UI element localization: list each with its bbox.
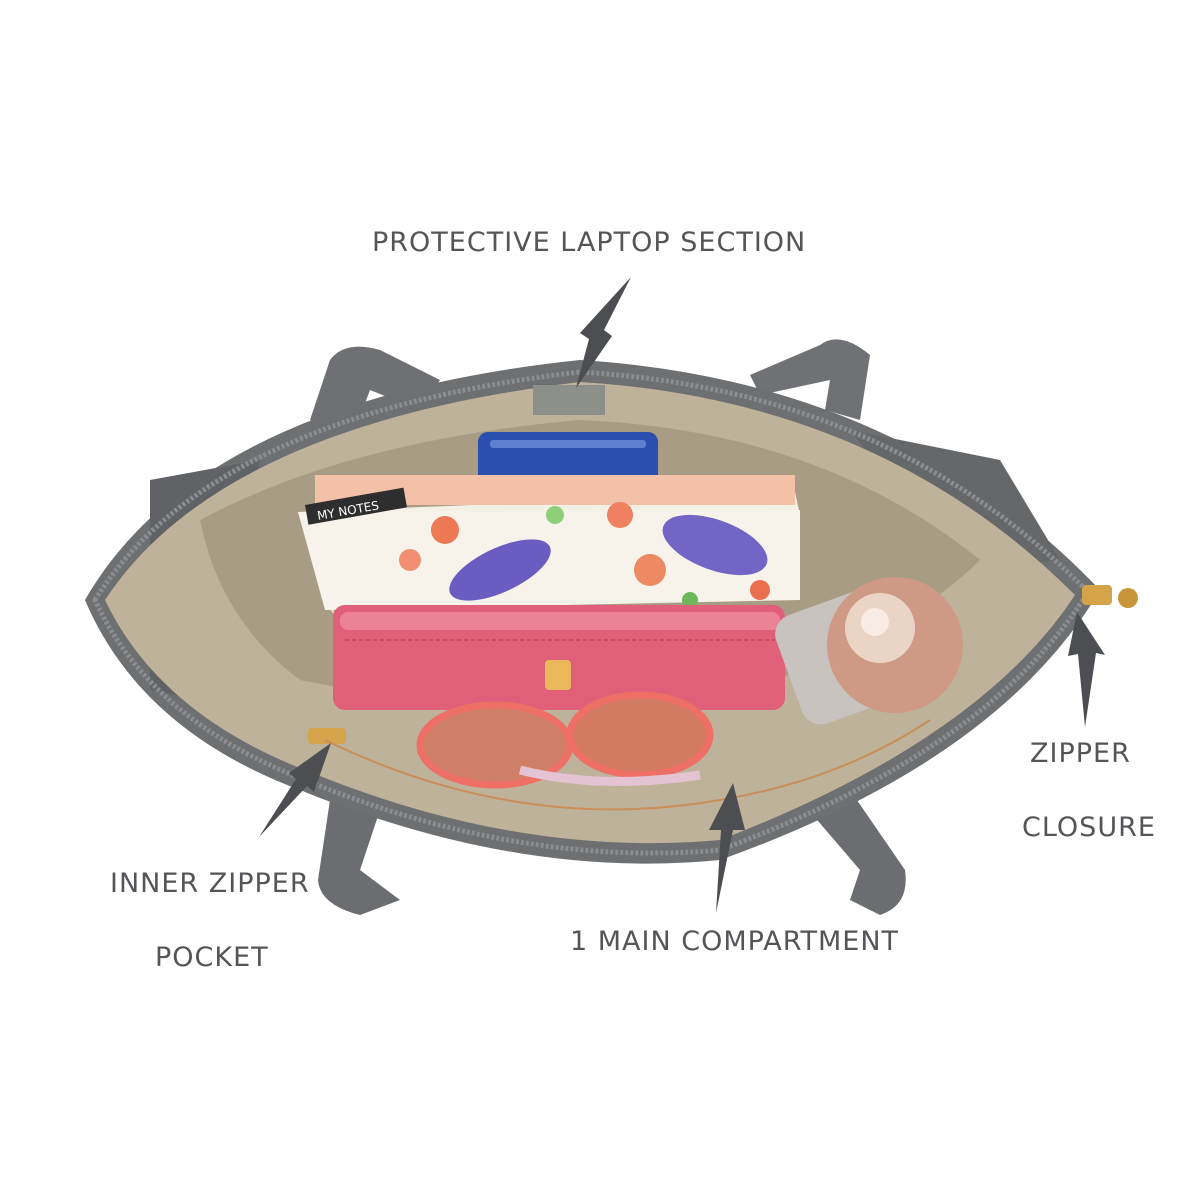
zipper-track [92,369,1092,856]
notebook-label-bg [305,487,407,525]
arrow-laptop-section [576,277,631,388]
sunglasses [416,691,714,789]
zipper-pull-closure [1082,585,1138,608]
arrow-zipper-closure [1068,612,1105,727]
callout-inner-pocket-line2: POCKET [155,942,269,973]
back-right-handle [750,339,870,420]
front-right-handle [800,790,906,915]
front-left-handle [318,800,400,915]
callout-inner-pocket-line1: INNER ZIPPER [110,868,310,899]
arrow-inner-pocket [259,743,331,837]
callout-main-compartment: 1 MAIN COMPARTMENT [570,926,900,957]
callout-laptop-section: PROTECTIVE LAPTOP SECTION [372,227,807,258]
zipper-pull-inner [308,728,346,744]
pink-wallet [333,605,785,710]
inner-pocket-zip-line [324,719,931,811]
notebook [298,475,800,615]
callout-zipper-closure-line2: CLOSURE [1022,812,1156,843]
arrow-main-compartment [709,783,745,913]
tumbler [775,577,963,725]
laptop-strap [533,385,605,415]
callout-zipper-closure-line1: ZIPPER [1030,738,1131,769]
